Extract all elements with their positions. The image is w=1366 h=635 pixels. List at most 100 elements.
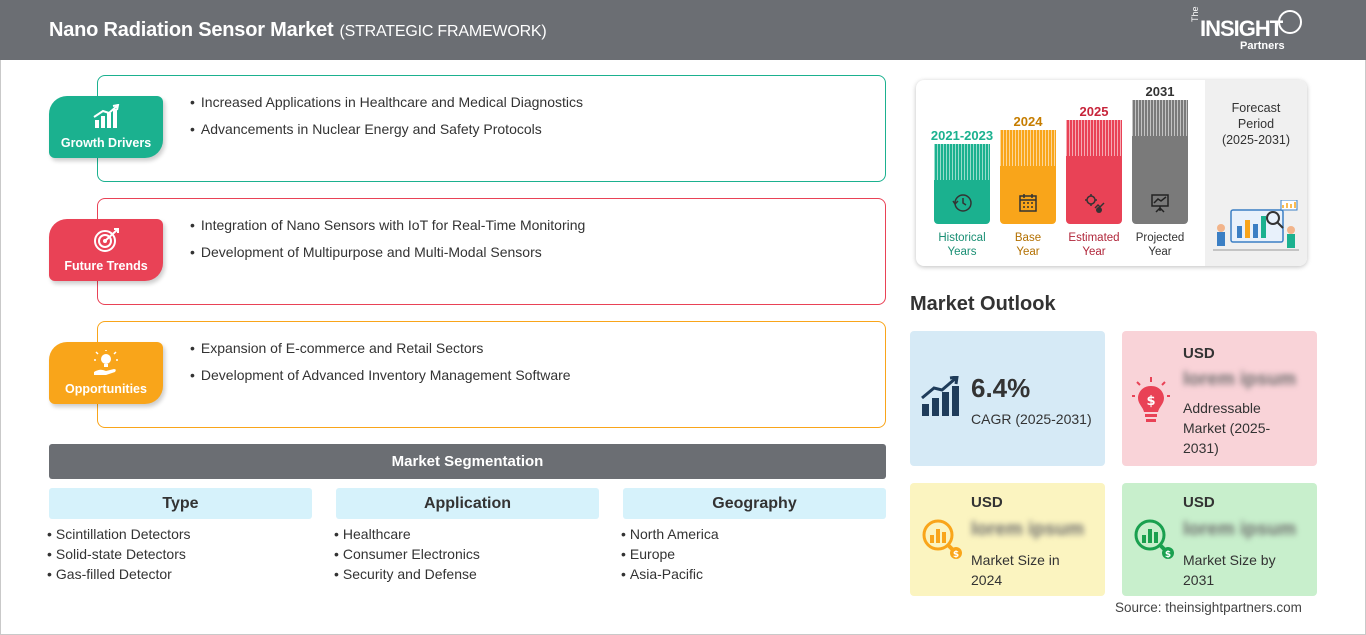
- analytics-team-illustration-icon: [1213, 200, 1299, 251]
- future-trends-tag: Future Trends: [49, 219, 163, 281]
- list-item: Gas-filled Detector: [47, 566, 191, 582]
- year-caption-line: Estimated: [1068, 232, 1120, 244]
- future-trends-card: Integration of Nano Sensors with IoT for…: [97, 198, 886, 305]
- addressable-label: Addressable Market (2025- 2031): [1183, 398, 1270, 458]
- size-2024-label-line: Market Size in: [971, 552, 1060, 568]
- growth-drivers-tag: Growth Drivers: [49, 96, 163, 158]
- forecast-period-panel: Forecast Period (2025-2031): [1205, 80, 1307, 266]
- year-caption-line: Base: [1014, 232, 1042, 244]
- size-2031-label-line: 2031: [1183, 572, 1215, 588]
- timeline-bar: [1132, 100, 1188, 224]
- year-caption: Projected Year: [1118, 231, 1202, 259]
- opportunities-list: Expansion of E-commerce and Retail Secto…: [190, 340, 571, 394]
- segment-list-geography: North America Europe Asia-Pacific: [621, 526, 719, 586]
- presentation-board-icon: [1151, 194, 1169, 213]
- logo-ring-icon: [1278, 10, 1302, 34]
- segment-heading-application: Application: [336, 488, 599, 519]
- list-item: Scintillation Detectors: [47, 526, 191, 542]
- size-2031-value: lorem ipsum: [1183, 519, 1296, 540]
- history-clock-icon: [952, 194, 972, 212]
- growth-drivers-card: Increased Applications in Healthcare and…: [97, 75, 886, 182]
- list-item: Healthcare: [334, 526, 480, 542]
- addressable-currency: USD: [1183, 345, 1215, 362]
- size-2031-label: Market Size by 2031: [1183, 550, 1276, 590]
- year-caption-line: Year: [1016, 246, 1040, 258]
- lightbulb-hand-icon: [94, 350, 118, 375]
- opportunities-card: Expansion of E-commerce and Retail Secto…: [97, 321, 886, 428]
- cagr-label: CAGR (2025-2031): [971, 411, 1092, 427]
- svg-text:$: $: [1146, 394, 1155, 409]
- insight-partners-logo: The INSIGHT Partners: [1190, 6, 1310, 54]
- market-outlook-title: Market Outlook: [910, 293, 1056, 315]
- year-caption-line: Historical: [938, 232, 986, 244]
- addressable-market-box: $ USD lorem ipsum Addressable Market (20…: [1122, 331, 1317, 466]
- year-caption-line: Projected: [1135, 232, 1185, 244]
- header-bar: Nano Radiation Sensor Market(STRATEGIC F…: [0, 0, 1366, 60]
- timeline-bar: [1000, 130, 1056, 224]
- year-caption-line: Year: [1148, 246, 1172, 258]
- year-label: 2031: [1145, 84, 1175, 99]
- market-size-2024-box: $ USD lorem ipsum Market Size in 2024: [910, 483, 1105, 596]
- market-size-2031-box: $ USD lorem ipsum Market Size by 2031: [1122, 483, 1317, 596]
- forecast-title-line: Period: [1237, 117, 1275, 131]
- size-2024-value: lorem ipsum: [971, 519, 1084, 540]
- list-item: Security and Defense: [334, 566, 480, 582]
- logo-partners: Partners: [1240, 40, 1285, 52]
- list-item: Solid-state Detectors: [47, 546, 191, 562]
- target-icon: [94, 228, 119, 252]
- timeline-bar: [1066, 120, 1122, 224]
- list-item: Development of Multipurpose and Multi-Mo…: [190, 244, 585, 260]
- forecast-title-line: Forecast: [1231, 101, 1281, 115]
- segment-heading-geography: Geography: [623, 488, 886, 519]
- logo-main: INSIGHT: [1200, 16, 1283, 41]
- svg-text:$: $: [1165, 550, 1171, 560]
- forecast-period: (2025-2031): [1221, 133, 1291, 147]
- year-label: 2024: [1013, 114, 1043, 129]
- list-item: Europe: [621, 546, 719, 562]
- logo-the: The: [1190, 6, 1200, 22]
- list-item: Integration of Nano Sensors with IoT for…: [190, 217, 585, 233]
- addressable-label-line: Market (2025-: [1183, 420, 1271, 436]
- bulb-dollar-icon: $: [1132, 377, 1170, 422]
- size-2031-currency: USD: [1183, 494, 1215, 511]
- list-item: Development of Advanced Inventory Manage…: [190, 367, 571, 383]
- size-2024-label-line: 2024: [971, 572, 1003, 588]
- opportunities-tag: Opportunities: [49, 342, 163, 404]
- growth-drivers-list: Increased Applications in Healthcare and…: [190, 94, 583, 148]
- future-trends-list: Integration of Nano Sensors with IoT for…: [190, 217, 585, 271]
- year-caption-line: Years: [947, 246, 977, 258]
- svg-text:$: $: [953, 550, 959, 560]
- list-item: Advancements in Nuclear Energy and Safet…: [190, 121, 583, 137]
- size-2031-label-line: Market Size by: [1183, 552, 1276, 568]
- calendar-icon: [1019, 194, 1037, 212]
- cagr-value: 6.4%: [971, 373, 1031, 403]
- year-label: 2021-2023: [930, 128, 994, 143]
- market-segmentation-header: Market Segmentation: [49, 444, 886, 479]
- estimate-gear-icon: [1085, 194, 1105, 213]
- size-2024-currency: USD: [971, 494, 1003, 511]
- source-link[interactable]: Source: theinsightpartners.com: [1115, 600, 1302, 615]
- year-caption: Base Year: [986, 231, 1070, 259]
- addressable-label-line: 2031): [1183, 440, 1219, 456]
- addressable-value: lorem ipsum: [1183, 369, 1296, 390]
- cagr-box: 6.4% CAGR (2025-2031): [910, 331, 1105, 466]
- list-item: Consumer Electronics: [334, 546, 480, 562]
- year-label: 2025: [1079, 104, 1109, 119]
- addressable-label-line: Addressable: [1183, 400, 1261, 416]
- page-title: Nano Radiation Sensor Market(STRATEGIC F…: [49, 19, 547, 42]
- segment-list-application: Healthcare Consumer Electronics Security…: [334, 526, 480, 586]
- growth-bars-icon: [921, 376, 959, 416]
- timeline-bar: [934, 144, 990, 224]
- size-2024-label: Market Size in 2024: [971, 550, 1060, 590]
- magnifier-chart-icon: $: [922, 519, 962, 560]
- magnifier-chart-green-icon: $: [1134, 519, 1174, 560]
- segment-list-type: Scintillation Detectors Solid-state Dete…: [47, 526, 191, 586]
- forecast-title: Forecast Period: [1205, 100, 1307, 132]
- list-item: Expansion of E-commerce and Retail Secto…: [190, 340, 571, 356]
- growth-chart-icon: [93, 104, 120, 128]
- year-caption-line: Year: [1082, 246, 1106, 258]
- page-subtitle: (STRATEGIC FRAMEWORK): [339, 23, 547, 40]
- timeline-panel: 2021-2023 Historical Years 2024 Base Yea…: [916, 80, 1307, 266]
- year-caption: Estimated Year: [1052, 231, 1136, 259]
- list-item: North America: [621, 526, 719, 542]
